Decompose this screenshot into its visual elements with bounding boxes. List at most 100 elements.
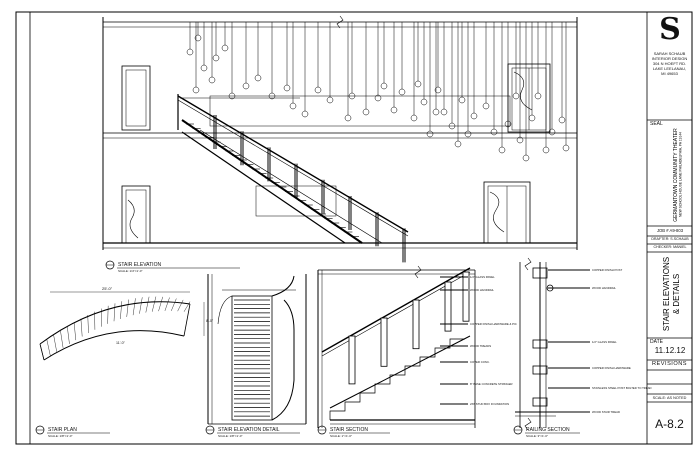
pendant-globe — [345, 115, 351, 121]
pendant-globe — [455, 141, 461, 147]
pendant-globe — [290, 103, 296, 109]
stair-elevation-detail-scale: SCALE: 1/8"=1'-0" — [218, 434, 242, 438]
railing-note: COPPER FINISH HARDWARE — [592, 366, 631, 370]
pendant-globe — [302, 111, 308, 117]
pendant-globe — [222, 45, 228, 51]
railing-section-view — [515, 258, 556, 430]
pendant-globe — [213, 55, 219, 61]
view-title-stair-section: STAIR SECTION SCALE: 1"=1'-0" — [318, 426, 390, 438]
plan-step — [159, 297, 163, 311]
plan-step — [127, 300, 129, 317]
view-title-railing-section: RAILING SECTION SCALE: 3"=1'-0" — [514, 426, 580, 438]
plan-step — [171, 299, 176, 311]
railing-posts — [214, 115, 405, 262]
pendant-globe — [187, 49, 193, 55]
pendant-globe — [543, 147, 549, 153]
plan-dim-depth: 8'-0" — [206, 319, 214, 323]
pendant-globe — [563, 145, 569, 151]
plan-step — [120, 301, 121, 319]
revisions-label: REVISIONS — [647, 362, 692, 368]
section-note: 2X6 STUD BOX FOUNDATION — [470, 402, 509, 406]
pendant-globe — [201, 65, 207, 71]
section-note: 1/2" GLASS PANEL — [470, 275, 495, 279]
plan-step — [88, 315, 89, 333]
stair-elevation-view — [103, 16, 577, 250]
plan-step — [178, 300, 184, 311]
job-number: JOB # A9-803 — [648, 229, 692, 233]
plan-step — [133, 298, 135, 315]
pendant-globe — [491, 129, 497, 135]
plan-dim-run: 11'-0" — [116, 341, 126, 345]
railing-note: 1/2" GLASS PANEL — [592, 340, 617, 344]
plan-step — [152, 297, 156, 312]
section-post — [463, 272, 469, 321]
section-notes: 1/2" GLASS PANEL WOOD HANDRAIL COPPER FINI… — [440, 275, 517, 406]
pendant-globe — [284, 85, 290, 91]
seal-label: SEAL — [650, 122, 663, 127]
stair-plan-title: STAIR PLAN — [48, 427, 77, 433]
section-post — [381, 318, 387, 366]
pendant-globe — [441, 109, 447, 115]
pendant-globe — [499, 147, 505, 153]
section-note: WOOD HANDRAIL — [470, 288, 494, 292]
section-note: 8" BASE CONCRETE STRINGER — [470, 382, 513, 386]
stair-elevation-detail-view — [208, 274, 306, 424]
view-title-stair-elevation-detail: STAIR ELEVATION DETAIL SCALE: 1/8"=1'-0" — [206, 426, 300, 438]
date-label: DATE — [650, 340, 663, 345]
pendant-globe — [433, 109, 439, 115]
section-note: COVER CONC. — [470, 360, 490, 364]
railing-note: WOOD HANDRAIL — [592, 286, 616, 290]
firm-line5: MI 49653 — [647, 72, 692, 76]
sheet-title-line1: STAIR ELEVATIONS — [662, 251, 672, 337]
railing-note: WOOD STAIR TREAD — [592, 410, 620, 414]
pendant-globe — [255, 75, 261, 81]
sheet-number: A-8.2 — [647, 418, 692, 431]
railing-section-title: RAILING SECTION — [526, 427, 570, 433]
section-note: COPPER FINISH HARDWARE & PIC — [470, 322, 517, 326]
pendant-globe — [427, 131, 433, 137]
pendant-globe — [399, 89, 405, 95]
stair-plan-scale: SCALE: 1/8"=1'-0" — [48, 434, 72, 438]
pendant-globe — [411, 115, 417, 121]
pendant-globe — [421, 99, 427, 105]
pendant-globe — [193, 87, 199, 93]
pendant-globe — [471, 113, 477, 119]
pendant-globe — [315, 87, 321, 93]
section-note: WOOD TREADS — [470, 344, 491, 348]
pendant-globe — [209, 77, 215, 83]
plan-step — [165, 298, 170, 311]
pendant-globe — [415, 81, 421, 87]
pendant-globe — [513, 93, 519, 99]
drafter: DRAFTER: S.SCHAUB — [648, 238, 692, 242]
plan-step — [139, 297, 142, 313]
pendant-lights — [187, 22, 569, 161]
stair-elevation-detail-title: STAIR ELEVATION DETAIL — [218, 427, 280, 433]
plan-step — [67, 327, 69, 344]
plan-step — [47, 340, 51, 356]
railing-note: STAINLESS STEEL POST BOLTED TO TREAD — [592, 386, 652, 390]
pendant-globe — [381, 83, 387, 89]
railing-section-scale: SCALE: 3"=1'-0" — [526, 434, 548, 438]
stair-plan-steps — [40, 297, 190, 360]
stair-elevation-title: STAIR ELEVATION — [118, 262, 161, 268]
stair-plan-view — [40, 292, 204, 360]
pendant-globe — [535, 93, 541, 99]
pendant-globe — [391, 107, 397, 113]
stair-section-title: STAIR SECTION — [330, 427, 368, 433]
detail-steps — [234, 300, 270, 416]
pendant-globe — [459, 97, 465, 103]
pendant-globe — [327, 97, 333, 103]
view-title-stair-plan: STAIR PLAN SCALE: 1/8"=1'-0" — [36, 426, 110, 438]
plan-step — [74, 323, 76, 341]
railing-note: COPPER FINISH POST — [592, 268, 622, 272]
plan-step — [60, 331, 63, 348]
stair-section-scale: SCALE: 1"=1'-0" — [330, 434, 352, 438]
stair-elevation-scale: SCALE: 1/4"=1'-0" — [118, 269, 142, 273]
plan-step — [114, 303, 115, 321]
scale-label: SCALE: AS NOTED — [647, 396, 692, 400]
pendant-globe — [559, 117, 565, 123]
project-address: NEW SCHOOL HOUSE LANE PHILADELPHIA, PA 1… — [679, 125, 684, 225]
view-title-stair-elevation: STAIR ELEVATION SCALE: 1/4"=1'-0" — [106, 261, 240, 273]
